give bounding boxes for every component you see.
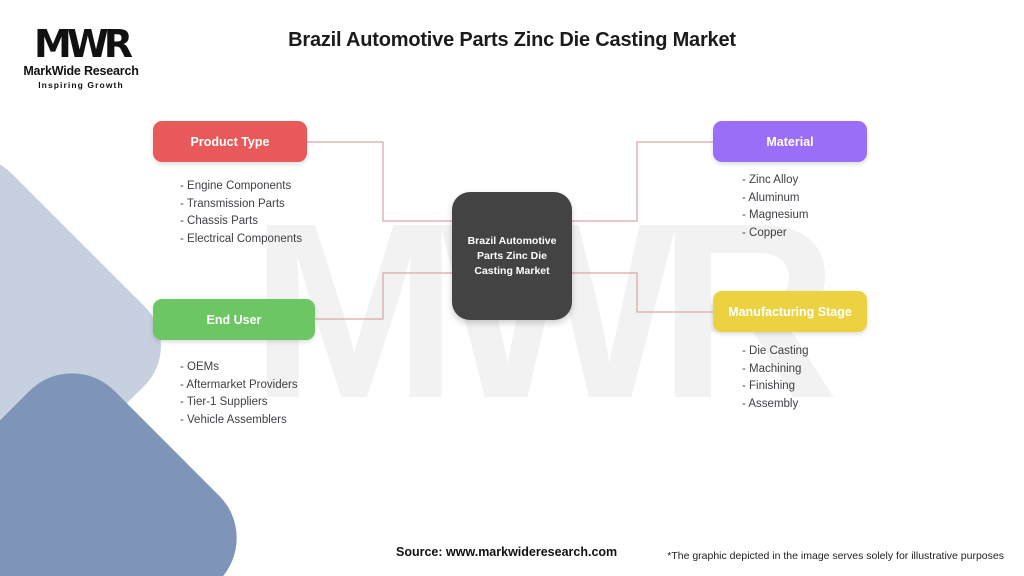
list-item: - Electrical Components [180,232,303,245]
branch-node-end-user[interactable]: End User [153,299,315,340]
list-item: - Copper [742,226,787,239]
source-label: Source: www.markwideresearch.com [396,545,618,559]
branch-label-end-user: End User [206,312,262,327]
list-item: - Assembly [742,397,799,410]
branch-label-material: Material [766,134,814,149]
connector-material [572,141,713,222]
branch-items-material: - Zinc Alloy - Aluminum - Magnesium - Co… [742,172,808,242]
branch-node-manufacturing-stage[interactable]: Manufacturing Stage [713,291,867,332]
branch-node-product-type[interactable]: Product Type [153,121,307,162]
logo-company-name: MarkWide Research [23,64,139,78]
list-item: - Transmission Parts [180,197,285,210]
branch-node-material[interactable]: Material [713,121,867,162]
center-node[interactable]: Brazil Automotive Parts Zinc Die Casting… [452,192,572,320]
list-item: - Tier-1 Suppliers [180,396,268,409]
branch-items-end-user: - OEMs - Aftermarket Providers - Tier-1 … [180,359,298,429]
connector-product-type [307,141,452,222]
branch-label-manufacturing-stage: Manufacturing Stage [728,304,852,319]
branch-items-manufacturing-stage: - Die Casting - Machining - Finishing - … [742,343,808,413]
branch-items-product-type: - Engine Components - Transmission Parts… [180,178,302,248]
page-title: Brazil Automotive Parts Zinc Die Casting… [288,29,736,51]
list-item: - Machining [742,362,802,375]
list-item: - OEMs [180,361,219,373]
connector-end-user [315,272,452,320]
list-item: - Aluminum [742,191,800,204]
list-item: - Chassis Parts [180,215,258,228]
list-item: - Engine Components [180,180,292,192]
list-item: - Zinc Alloy [742,174,799,186]
brand-logo: MWR MarkWide Research Inspiring Growth [16,24,146,91]
disclaimer-note: *The graphic depicted in the image serve… [667,550,1004,562]
connector-manufacturing-stage [572,272,713,313]
list-item: - Vehicle Assemblers [180,413,287,426]
branch-label-product-type: Product Type [190,134,270,149]
logo-monogram-icon: MWR [34,22,133,66]
list-item: - Finishing [742,380,796,393]
center-node-label: Brazil Automotive Parts Zinc Die Casting… [467,234,557,277]
list-item: - Magnesium [742,209,809,222]
list-item: - Aftermarket Providers [180,378,298,391]
list-item: - Die Casting [742,345,809,357]
logo-tagline: Inspiring Growth [38,80,124,90]
